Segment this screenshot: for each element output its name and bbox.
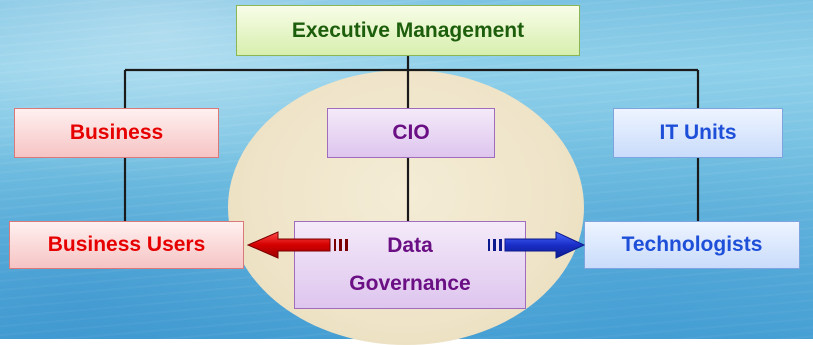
business-users-box: Business Users <box>9 221 244 269</box>
data-governance-box: Data Governance <box>294 221 526 309</box>
business-users-label: Business Users <box>47 233 206 256</box>
cio-box: CIO <box>327 108 495 158</box>
cio-label: CIO <box>392 121 430 144</box>
arrow-to-technologists <box>488 231 586 259</box>
arrow-blue-stripe-3 <box>499 239 502 251</box>
business-box: Business <box>14 108 219 158</box>
arrow-red-stripe-1 <box>345 239 348 251</box>
arrow-red-stripe-3 <box>334 239 336 251</box>
arrow-blue-stripe-2 <box>493 239 496 251</box>
technologists-box: Technologists <box>584 221 800 269</box>
technologists-label: Technologists <box>621 233 763 256</box>
arrow-red-stripe-2 <box>339 239 342 251</box>
executive-management-label: Executive Management <box>291 18 525 42</box>
business-label: Business <box>69 121 164 144</box>
arrow-to-business-users <box>246 231 348 259</box>
executive-management-box: Executive Management <box>236 5 580 56</box>
it-units-box: IT Units <box>613 108 783 158</box>
arrow-blue-stripe-1 <box>488 239 490 251</box>
arrow-blue-body <box>504 231 586 259</box>
arrow-red-body <box>246 231 331 259</box>
it-units-label: IT Units <box>659 121 737 144</box>
data-governance-label: Data Governance <box>349 234 471 295</box>
